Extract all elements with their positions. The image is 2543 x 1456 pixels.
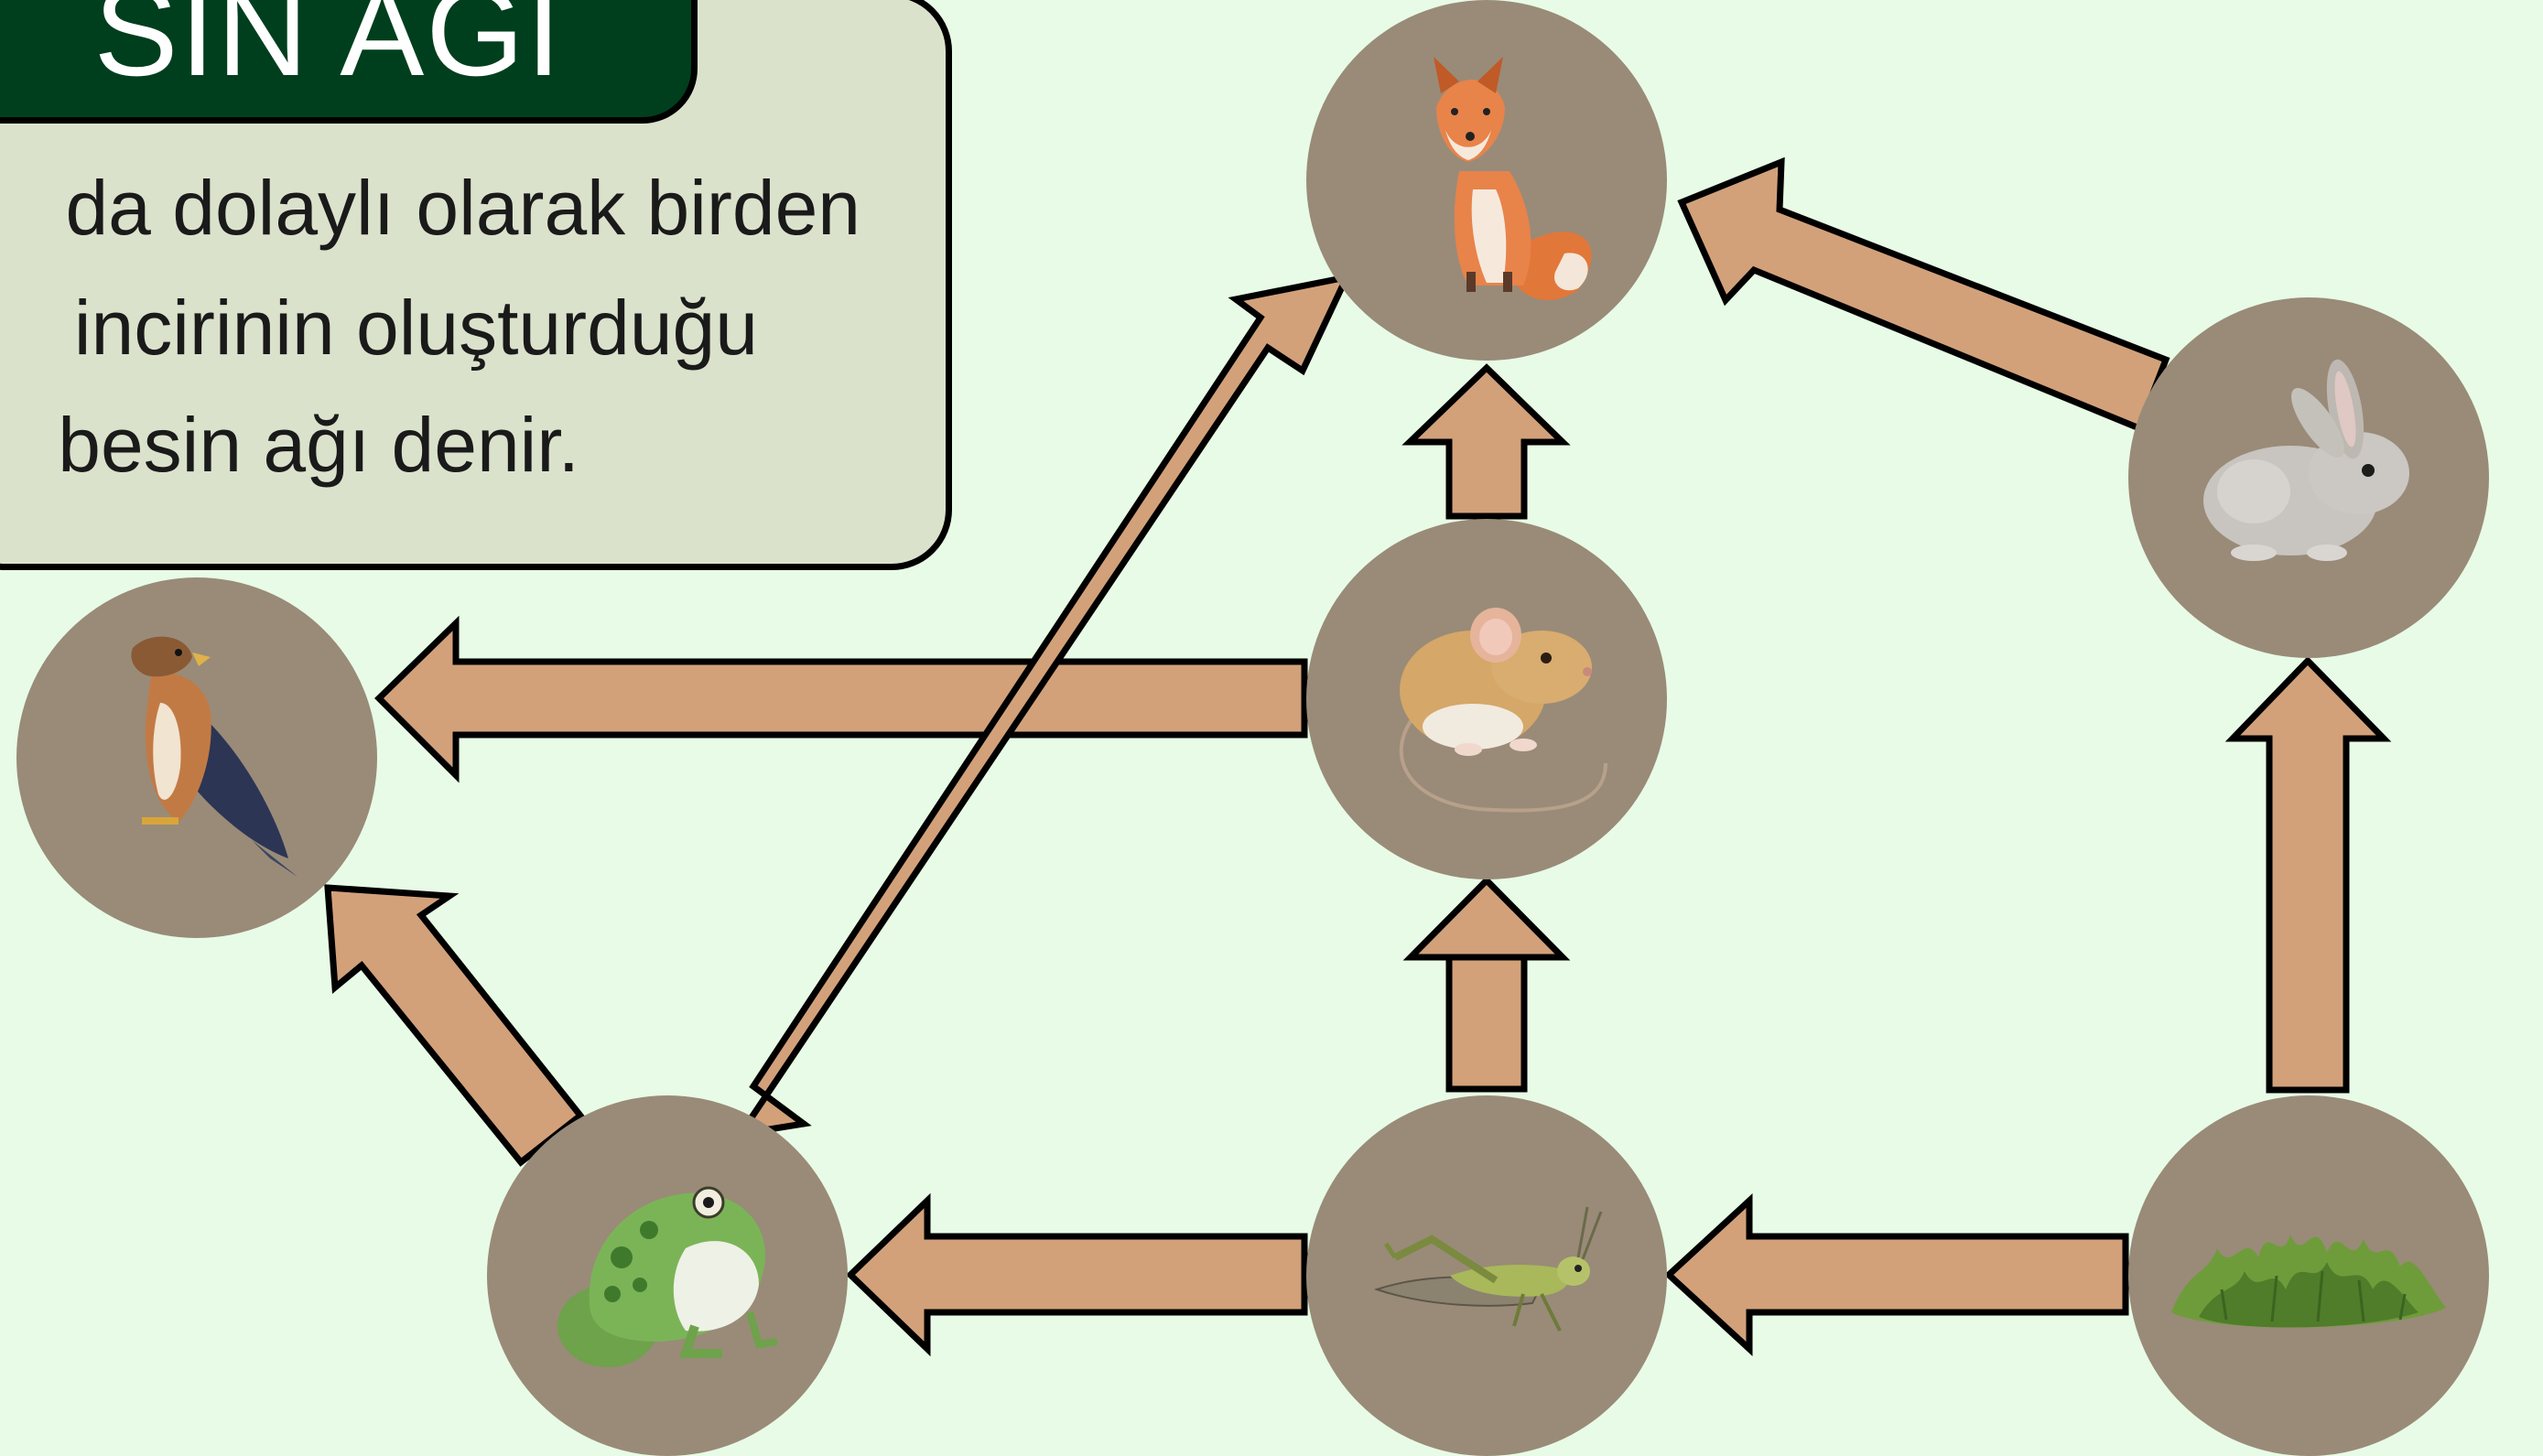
hawk-icon [131,636,298,877]
arrow-rabbit-to-fox [1677,156,2170,433]
frog-icon [557,1186,778,1367]
definition-text-clip: da dolaylı olarak birden incirinin oluşt… [0,0,952,570]
definition-line-3: besin ağı denir. [58,402,579,488]
grasshopper-icon [1373,1206,1603,1332]
arrow-frog-to-hawk [324,884,585,1167]
rabbit-icon [2203,359,2409,561]
arrow-mouse-to-fox [1401,363,1571,520]
arrow-mouse-to-hawk [374,615,1308,783]
arrows [324,156,2392,1357]
grass-icon [2171,1235,2446,1328]
arrow-grass-to-grasshopper [1663,1193,2129,1356]
title-bar: SİN AĞI [0,0,698,124]
definition-line-2: incirinin oluşturduğu [73,285,758,371]
mouse-icon [1399,608,1607,813]
definition-line-1: da dolaylı olarak birden [65,165,860,251]
arrow-grasshopper-to-frog [845,1192,1308,1357]
arrow-grass-to-rabbit [2224,655,2392,1094]
page-title: SİN AĞI [93,0,563,102]
arrow-frog-to-fox [733,273,1353,1138]
arrow-grasshopper-to-mouse [1402,876,1571,1093]
fox-icon [1434,57,1592,300]
